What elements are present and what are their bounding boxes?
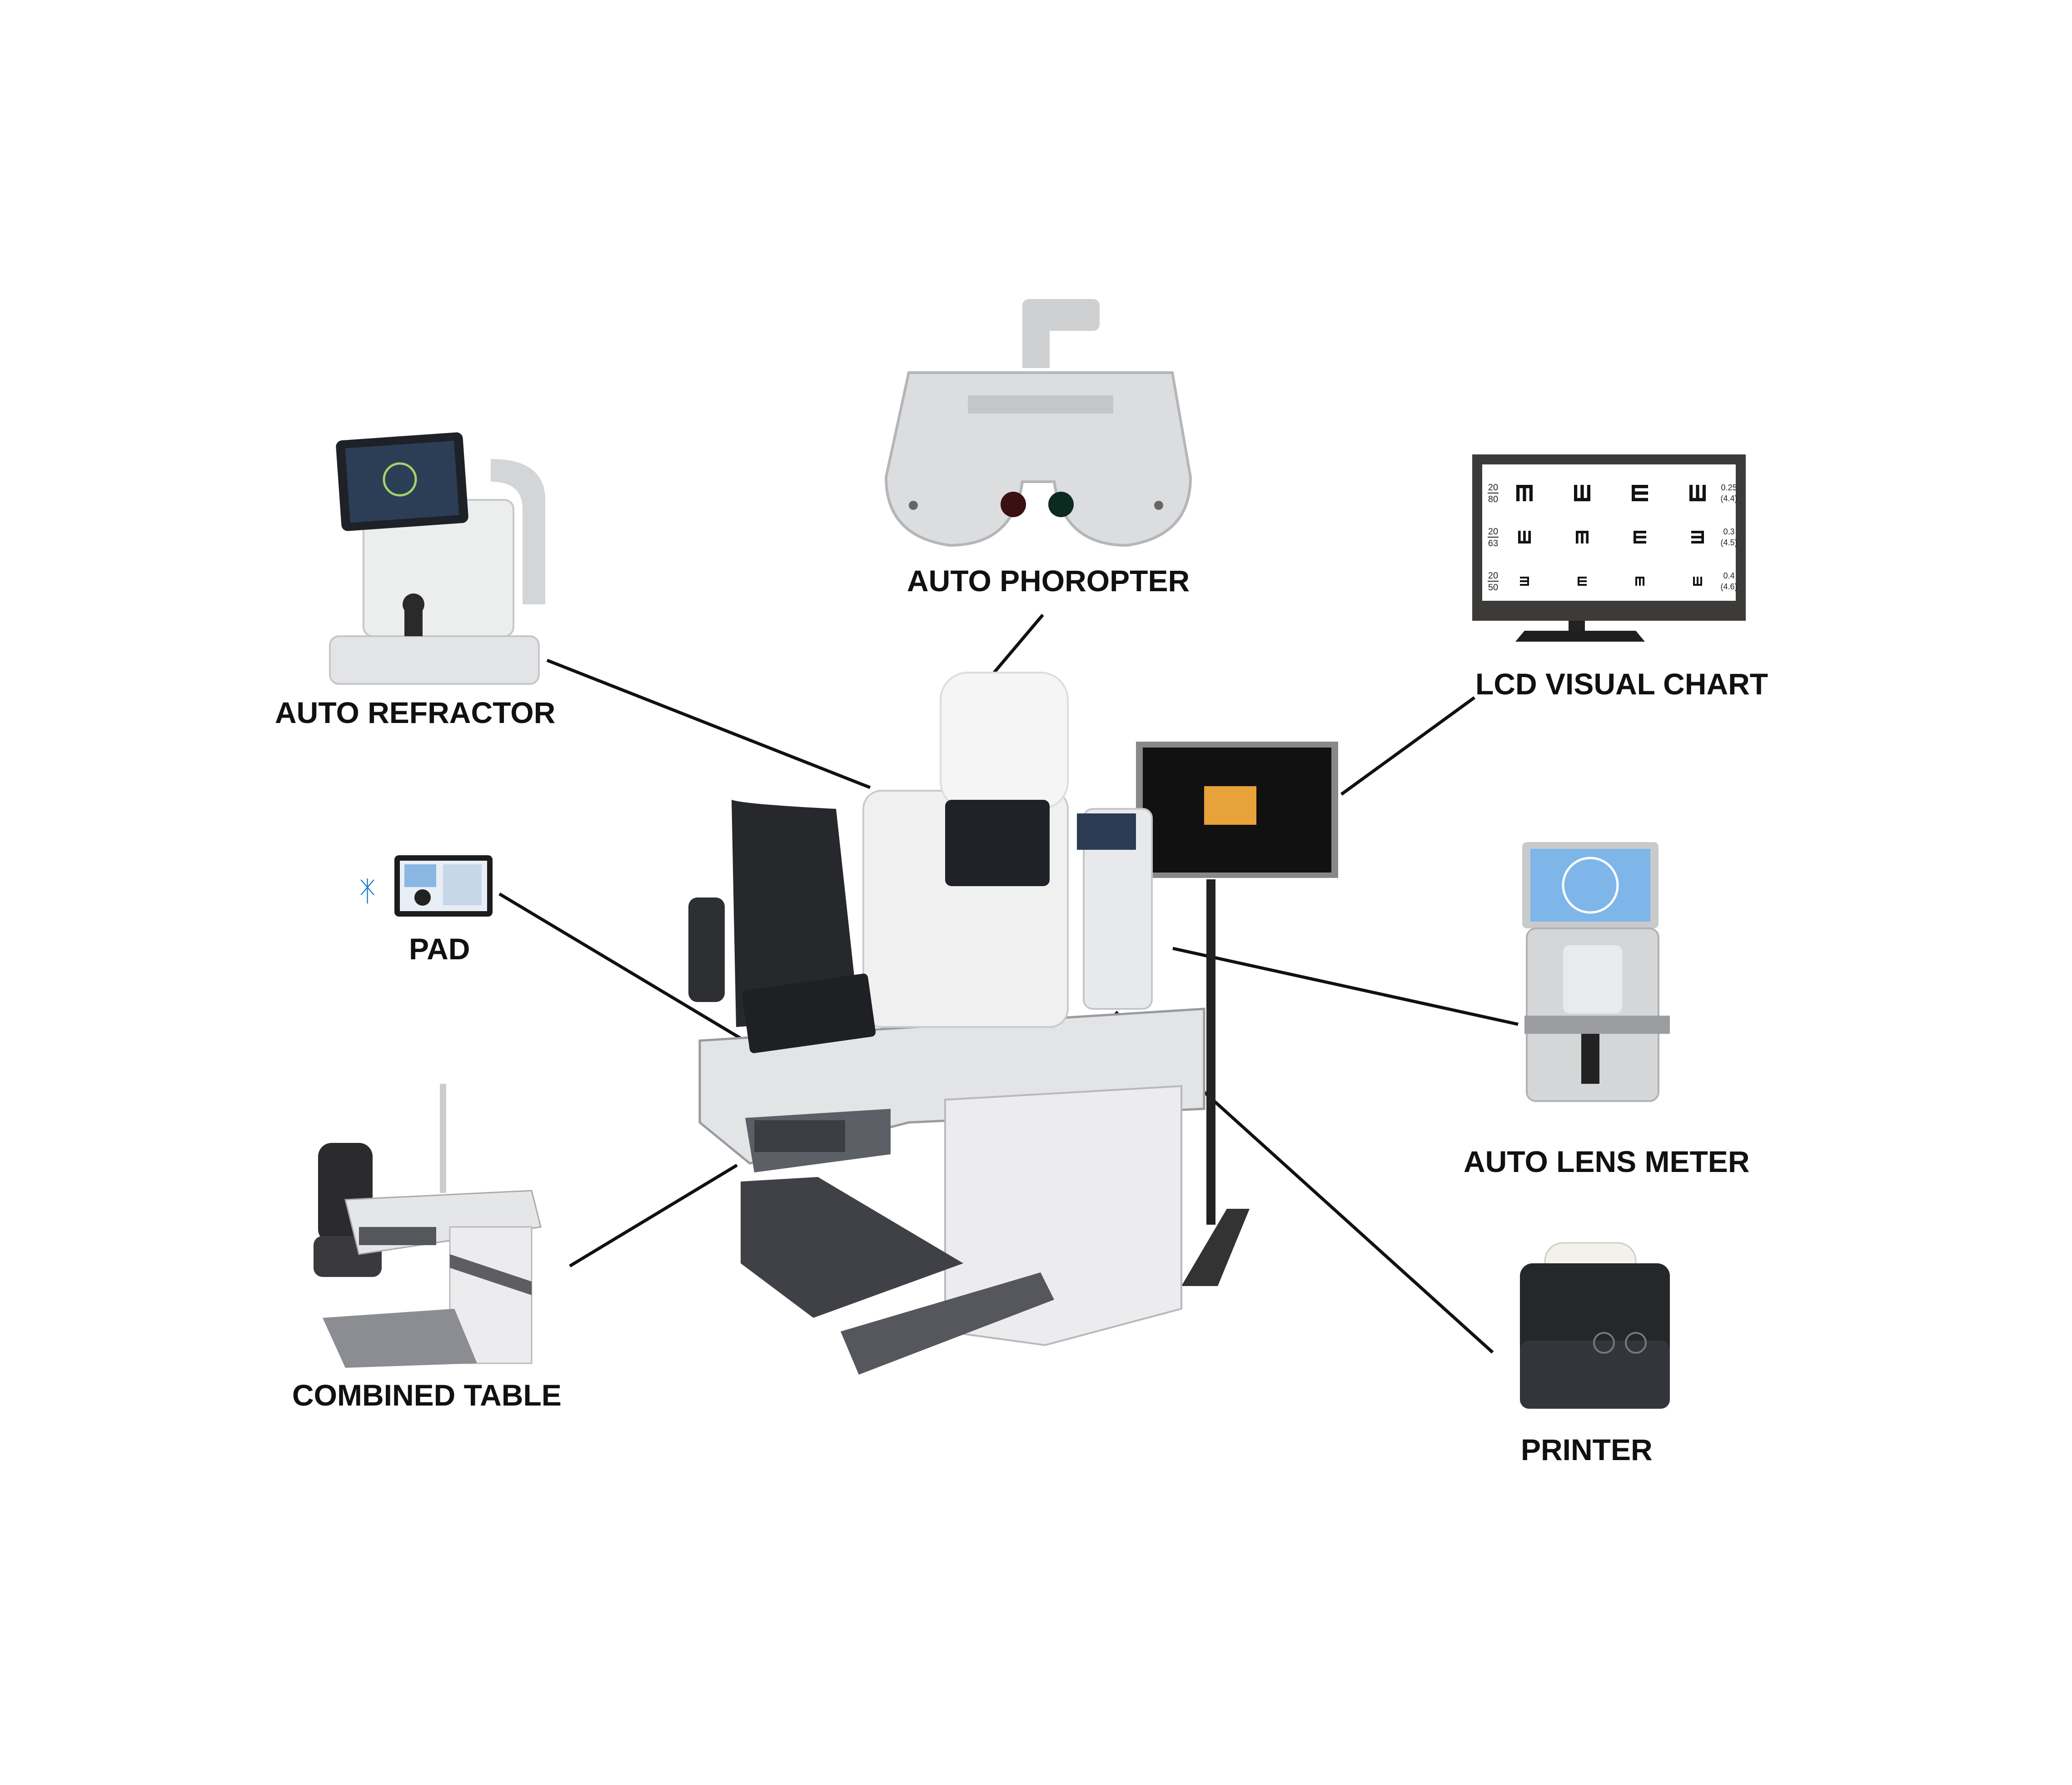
label-lcd-visual-chart: LCD VISUAL CHART — [1475, 667, 1768, 701]
tumbling-e-optotype — [1516, 485, 1533, 501]
snellen-numerator: 20 — [1488, 527, 1498, 537]
snellen-numerator: 20 — [1488, 571, 1498, 581]
log-acuity: (4.4) — [1720, 494, 1737, 503]
log-acuity: (4.6) — [1720, 582, 1737, 591]
log-acuity: (4.5) — [1720, 538, 1737, 547]
snellen-denominator: 50 — [1488, 583, 1498, 593]
tumbling-e-optotype — [1574, 485, 1590, 501]
auto-refractor-image — [329, 432, 545, 685]
tumbling-e-optotype — [1632, 485, 1648, 501]
connector-auto-lens-meter — [1172, 947, 1519, 1026]
decimal-acuity: 0.25 — [1721, 483, 1737, 492]
snellen-numerator: 20 — [1488, 483, 1498, 493]
decimal-acuity: 0.3 — [1723, 527, 1734, 536]
label-combined-table: COMBINED TABLE — [292, 1378, 562, 1412]
pad-image: ᛡ — [359, 855, 493, 917]
snellen-denominator: 63 — [1488, 538, 1498, 548]
connector-combined-table — [569, 1164, 738, 1267]
label-auto-lens-meter: AUTO LENS METER — [1464, 1145, 1750, 1178]
tumbling-e-optotype — [1635, 577, 1644, 586]
decimal-acuity: 0.4 — [1723, 571, 1734, 580]
auto-lens-meter-image — [1522, 842, 1670, 1102]
label-auto-refractor: AUTO REFRACTOR — [275, 696, 556, 729]
tumbling-e-optotype — [1634, 531, 1646, 543]
connector-auto-refractor — [546, 658, 871, 789]
tumbling-e-optotype — [1693, 577, 1702, 586]
label-printer: PRINTER — [1521, 1433, 1653, 1466]
tumbling-e-optotype — [1578, 577, 1587, 586]
combined-table-image — [314, 1084, 542, 1368]
connector-pad — [498, 892, 745, 1042]
tumbling-e-optotype — [1520, 577, 1529, 586]
label-auto-phoropter: AUTO PHOROPTER — [907, 564, 1190, 598]
tumbling-e-optotype — [1576, 531, 1589, 543]
tumbling-e-optotype — [1691, 531, 1704, 543]
printer-image — [1520, 1242, 1670, 1409]
connector-lcd-visual-chart — [1340, 696, 1476, 796]
tumbling-e-optotype — [1689, 485, 1706, 501]
auto-phoropter-image — [884, 299, 1192, 547]
snellen-denominator: 80 — [1488, 494, 1498, 504]
label-pad: PAD — [409, 932, 470, 966]
central-unit-image — [688, 672, 1338, 1375]
tumbling-e-optotype — [1518, 531, 1531, 543]
bluetooth-icon: ᛡ — [359, 874, 376, 907]
